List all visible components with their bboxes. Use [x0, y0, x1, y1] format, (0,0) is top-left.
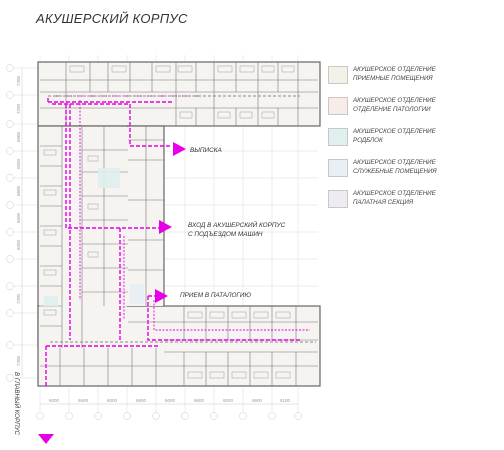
discharge-arrow-icon	[173, 142, 186, 156]
interior-walls	[40, 62, 318, 386]
dimension-left: 7200 7200 6600 6600 6600 6600 6600 7200 7200	[16, 75, 21, 366]
swatch-service-icon	[328, 159, 348, 177]
legend-item-admission: АКУШЕРСКОЕ ОТДЕЛЕНИЕ ПРИЕМНЫЕ ПОМЕЩЕНИЯ	[328, 64, 498, 88]
axis-bubbles	[6, 64, 302, 420]
dimension-bottom-label: 6600	[78, 398, 89, 403]
page-title: АКУШЕРСКИЙ КОРПУС	[36, 11, 188, 26]
main-building-label: В ГЛАВНЫЙ КОРПУС	[13, 372, 20, 436]
dimension-bottom: 6000 6600 6000 6600 6000 6600 6000 6600 5100	[49, 398, 291, 403]
dimension-left-label: 6600	[16, 131, 21, 142]
dimension-bottom-label: 6600	[194, 398, 205, 403]
zone-tints	[44, 168, 144, 306]
swatch-admission-icon	[328, 66, 348, 84]
dimension-left-label: 6600	[16, 239, 21, 250]
main-building-arrow-icon	[38, 434, 54, 444]
dimension-bottom-label: 6000	[107, 398, 118, 403]
swatch-pathology-icon	[328, 97, 348, 115]
legend-item-delivery: АКУШЕРСКОЕ ОТДЕЛЕНИЕ РОДБЛОК	[328, 126, 498, 150]
room-fixtures	[43, 65, 295, 379]
entrance-arrow-icon	[159, 220, 172, 234]
legend-label: АКУШЕРСКОЕ ОТДЕЛЕНИЕ ПАЛАТНАЯ СЕКЦИЯ	[353, 190, 436, 206]
legend-item-service: АКУШЕРСКОЕ ОТДЕЛЕНИЕ СЛУЖЕБНЫЕ ПОМЕЩЕНИЯ	[328, 157, 498, 181]
dimension-left-label: 6600	[16, 212, 21, 223]
dimension-left-label: 7200	[16, 355, 21, 366]
legend-label: АКУШЕРСКОЕ ОТДЕЛЕНИЕ РОДБЛОК	[353, 128, 436, 144]
entrance-label: ВХОД В АКУШЕРСКИЙ КОРПУС С ПОДЪЕЗДОМ МАШ…	[188, 222, 286, 238]
dimension-bottom-label: 6000	[223, 398, 234, 403]
pathology-arrow-icon	[155, 289, 168, 303]
dimension-left-label: 6600	[16, 158, 21, 169]
legend-label: АКУШЕРСКОЕ ОТДЕЛЕНИЕ СЛУЖЕБНЫЕ ПОМЕЩЕНИЯ	[353, 159, 437, 175]
dimension-left-label: 7200	[16, 103, 21, 114]
corridor-route	[48, 95, 316, 343]
dimension-bottom-label: 6600	[136, 398, 147, 403]
dimension-left-label: 7200	[16, 293, 21, 304]
legend-label: АКУШЕРСКОЕ ОТДЕЛЕНИЕ ОТДЕЛЕНИЕ ПАТОЛОГИИ	[353, 97, 436, 113]
pathology-admission-label: ПРИЕМ В ПАТАЛОГИЮ	[180, 292, 252, 299]
dimension-left-label: 7200	[16, 75, 21, 86]
dimension-bottom-label: 5100	[280, 398, 291, 403]
dimension-lines	[21, 68, 298, 405]
swatch-ward-icon	[328, 190, 348, 208]
dimension-bottom-label: 6000	[165, 398, 176, 403]
legend-item-ward: АКУШЕРСКОЕ ОТДЕЛЕНИЕ ПАЛАТНАЯ СЕКЦИЯ	[328, 188, 498, 212]
discharge-label: ВЫПИСКА	[190, 147, 222, 154]
legend-label: АКУШЕРСКОЕ ОТДЕЛЕНИЕ ПРИЕМНЫЕ ПОМЕЩЕНИЯ	[353, 66, 436, 82]
circulation-routes	[45, 98, 300, 386]
legend-item-pathology: АКУШЕРСКОЕ ОТДЕЛЕНИЕ ОТДЕЛЕНИЕ ПАТОЛОГИИ	[328, 95, 498, 119]
dimension-bottom-label: 6000	[49, 398, 60, 403]
dimension-bottom-label: 6600	[252, 398, 263, 403]
dimension-left-label: 6600	[16, 185, 21, 196]
swatch-delivery-icon	[328, 128, 348, 146]
